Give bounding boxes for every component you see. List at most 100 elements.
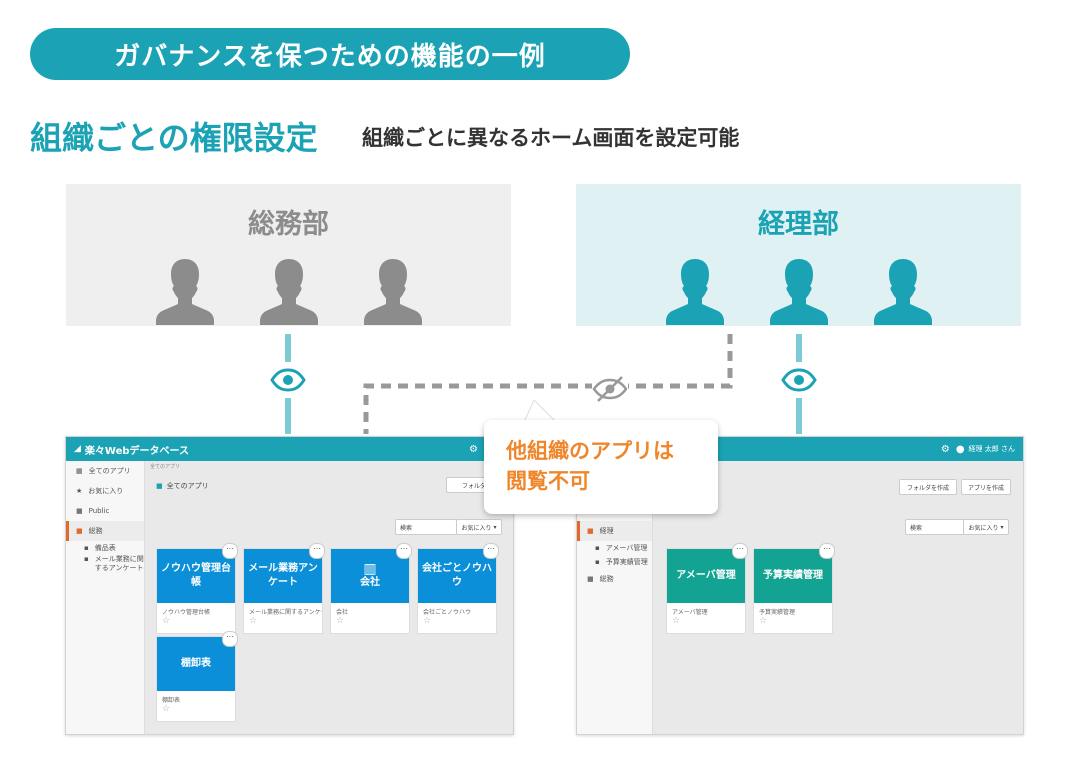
section-title: ■全てのアプリ xyxy=(156,482,209,490)
app-create-button[interactable]: アプリを作成 xyxy=(961,479,1011,495)
settings-icon[interactable]: ⚙ xyxy=(940,443,950,455)
left-app-window: ◢ 楽々Webデータベース ⚙ ⌂ ● ▦全てのアプリ ★お気に入り ■Publ… xyxy=(65,436,514,735)
app-card[interactable]: メール業務アンケート メール業務に関するアンケート ☆ ⋯ xyxy=(243,543,325,634)
department-name: 経理部 xyxy=(758,209,839,240)
user-icon[interactable]: ● xyxy=(955,443,965,455)
star-icon[interactable]: ☆ xyxy=(672,616,681,626)
person-icon xyxy=(873,255,932,325)
page-subtitle: 組織ごとに異なるホーム画面を設定可能 xyxy=(362,126,740,150)
person-icon xyxy=(363,255,422,325)
card-caption: 予算実績管理 xyxy=(759,609,796,616)
section-banner: ガバナンスを保つための機能の一例 xyxy=(30,28,630,80)
app-card[interactable]: 予算実績管理 予算実績管理 ☆ ⋯ xyxy=(753,543,835,634)
folder-icon: ■ xyxy=(76,507,83,515)
callout-bubble: 他組織のアプリは 閲覧不可 xyxy=(484,420,718,514)
sort-select[interactable]: お気に入り ▾ xyxy=(456,519,502,535)
connector-line xyxy=(285,334,291,362)
more-icon[interactable]: ⋯ xyxy=(483,543,499,559)
sidebar-item-somu[interactable]: ■総務 xyxy=(66,521,144,541)
app-card[interactable]: ノウハウ管理台帳 ノウハウ管理台帳 ☆ ⋯ xyxy=(156,543,238,634)
user-name[interactable]: 経理 太郎 さん xyxy=(968,445,1015,453)
eye-icon xyxy=(781,368,817,392)
card-title: ノウハウ管理台帳 xyxy=(157,549,235,603)
sidebar-item-app[interactable]: ▪備品表 xyxy=(84,544,116,552)
folder-icon: ■ xyxy=(156,482,163,490)
callout-line-1: 他組織のアプリは xyxy=(506,439,674,463)
sort-select[interactable]: お気に入り ▾ xyxy=(963,519,1009,535)
sidebar-item-keiri[interactable]: ■経理 xyxy=(577,521,652,541)
card-caption: アメーバ管理 xyxy=(672,609,708,616)
sidebar-item-public[interactable]: ■Public xyxy=(76,507,110,515)
star-icon[interactable]: ☆ xyxy=(759,616,768,626)
card-caption: 会社ごとノウハウ xyxy=(423,609,472,616)
sidebar-item-app[interactable]: ▪メール業務に関するアンケート xyxy=(84,555,144,572)
building-icon: ▥ xyxy=(363,561,377,577)
settings-icon[interactable]: ⚙ xyxy=(468,443,478,455)
department-keiri: 経理部 xyxy=(576,184,1021,326)
person-icon xyxy=(259,255,318,325)
star-icon[interactable]: ☆ xyxy=(162,616,171,626)
person-icon xyxy=(155,255,214,325)
app-card[interactable]: 会社ごとノウハウ 会社ごとノウハウ ☆ ⋯ xyxy=(417,543,499,634)
eye-slash-icon xyxy=(592,374,628,404)
app-logo-icon: ◢ xyxy=(74,444,81,454)
more-icon[interactable]: ⋯ xyxy=(396,543,412,559)
callout-text: 他組織のアプリは 閲覧不可 xyxy=(506,436,674,496)
sidebar-item-app[interactable]: ▪予算実績管理 xyxy=(595,558,648,566)
connector-line xyxy=(285,398,291,434)
more-icon[interactable]: ⋯ xyxy=(222,543,238,559)
folder-icon: ■ xyxy=(587,527,594,535)
eye-icon xyxy=(270,368,306,392)
search-input[interactable]: 検索 xyxy=(395,519,457,535)
page-title: 組織ごとの権限設定 xyxy=(30,119,318,157)
card-title: 会社ごとノウハウ xyxy=(418,549,496,603)
connector-line xyxy=(796,398,802,434)
sidebar-item-somu[interactable]: ■総務 xyxy=(587,575,614,583)
star-icon[interactable]: ☆ xyxy=(336,616,345,626)
search-input[interactable]: 検索 xyxy=(905,519,965,535)
more-icon[interactable]: ⋯ xyxy=(819,543,835,559)
folder-icon: ■ xyxy=(76,527,83,535)
folder-create-button[interactable]: フォルダを作成 xyxy=(899,479,957,495)
sidebar-item-app[interactable]: ▪アメーバ管理 xyxy=(595,544,648,552)
star-icon: ★ xyxy=(76,487,83,495)
card-title: アメーバ管理 xyxy=(667,549,745,603)
department-name: 総務部 xyxy=(248,209,329,240)
app-card[interactable]: 棚卸表 棚卸表 ☆ ⋯ xyxy=(156,631,238,722)
connector-line xyxy=(796,334,802,362)
card-caption: ノウハウ管理台帳 xyxy=(162,609,211,616)
card-title: 予算実績管理 xyxy=(754,549,832,603)
department-somu: 総務部 xyxy=(66,184,511,326)
star-icon[interactable]: ☆ xyxy=(162,704,171,714)
card-title: 棚卸表 xyxy=(157,637,235,691)
folder-icon: ■ xyxy=(587,575,594,583)
member-group xyxy=(665,255,932,325)
app-title: 楽々Webデータベース xyxy=(84,445,190,457)
card-caption: メール業務に関するアンケート xyxy=(249,609,322,616)
star-icon[interactable]: ☆ xyxy=(423,616,432,626)
grid-icon: ▦ xyxy=(76,467,83,475)
more-icon[interactable]: ⋯ xyxy=(732,543,748,559)
member-group xyxy=(155,255,422,325)
card-caption: 棚卸表 xyxy=(162,697,181,704)
card-title: ▥ 会社 xyxy=(331,549,409,603)
sidebar-item-all-apps[interactable]: ▦全てのアプリ xyxy=(76,467,131,475)
app-card[interactable]: アメーバ管理 アメーバ管理 ☆ ⋯ xyxy=(666,543,748,634)
sidebar: ▦全てのアプリ ★お気に入り ■Public ■総務 ▪備品表 ▪メール業務に関… xyxy=(66,461,145,734)
blocked-path xyxy=(363,334,733,434)
app-icon: ▪ xyxy=(595,544,600,552)
app-icon: ▪ xyxy=(595,558,600,566)
card-title: メール業務アンケート xyxy=(244,549,322,603)
window-header: ◢ 楽々Webデータベース ⚙ ⌂ ● xyxy=(66,437,513,461)
app-icon: ▪ xyxy=(84,555,89,563)
app-icon: ▪ xyxy=(84,544,89,552)
person-icon xyxy=(665,255,724,325)
more-icon[interactable]: ⋯ xyxy=(309,543,325,559)
callout-line-2: 閲覧不可 xyxy=(506,469,590,493)
breadcrumb: 全てのアプリ xyxy=(150,464,181,470)
star-icon[interactable]: ☆ xyxy=(249,616,258,626)
app-card[interactable]: ▥ 会社 会社 ☆ ⋯ xyxy=(330,543,412,634)
sidebar-item-favorites[interactable]: ★お気に入り xyxy=(76,487,124,495)
person-icon xyxy=(769,255,828,325)
more-icon[interactable]: ⋯ xyxy=(222,631,238,647)
